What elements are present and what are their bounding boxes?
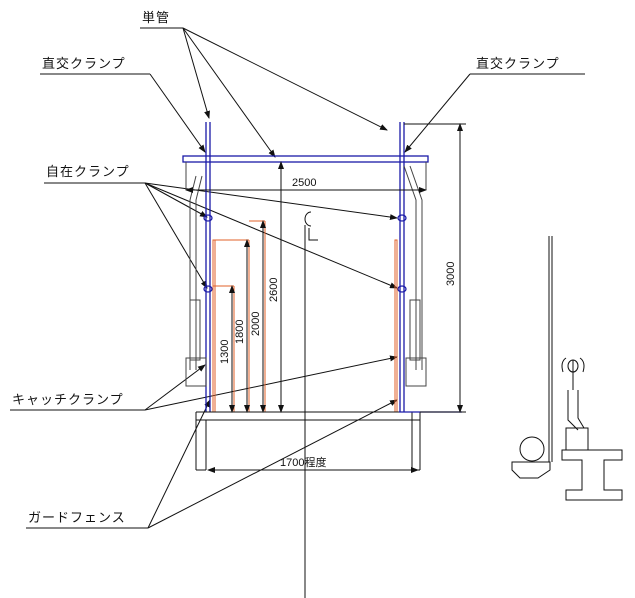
- svg-text:直交クランプ: 直交クランプ: [476, 56, 560, 72]
- svg-text:3000: 3000: [445, 262, 457, 286]
- svg-text:自在クランプ: 自在クランプ: [46, 165, 130, 180]
- dim-bottom-width: 1700程度: [207, 455, 419, 473]
- svg-text:1700程度: 1700程度: [280, 455, 326, 469]
- svg-text:1800: 1800: [234, 320, 246, 344]
- label-cross-clamp-left: 直交クランプ: [40, 56, 206, 153]
- svg-text:ガードフェンス: ガードフェンス: [28, 511, 126, 526]
- svg-text:キャッチクランプ: キャッチクランプ: [12, 393, 124, 408]
- dim-width-top: 2500: [185, 177, 427, 193]
- svg-text:2500: 2500: [292, 177, 316, 189]
- dim-2000: 2000: [250, 220, 266, 413]
- svg-text:直交クランプ: 直交クランプ: [42, 56, 126, 72]
- label-guard-fence: ガードフェンス: [26, 399, 398, 529]
- label-swivel-clamp: 自在クランプ: [44, 165, 398, 289]
- dim-1300: 1300: [219, 285, 235, 413]
- dim-height-total: 3000: [404, 123, 466, 413]
- side-view: [511, 236, 623, 501]
- svg-text:2000: 2000: [250, 312, 262, 336]
- label-catch-clamp: キャッチクランプ: [10, 355, 398, 411]
- centerline-mark: [304, 211, 318, 241]
- svg-text:1300: 1300: [219, 340, 231, 364]
- label-cross-clamp-right: 直交クランプ: [404, 56, 585, 153]
- svg-text:2600: 2600: [268, 278, 280, 302]
- dim-1800: 1800: [234, 239, 250, 413]
- svg-text:単管: 単管: [142, 10, 170, 26]
- dim-2600: 2600: [268, 161, 284, 413]
- label-single-pipe: 単管: [140, 10, 388, 158]
